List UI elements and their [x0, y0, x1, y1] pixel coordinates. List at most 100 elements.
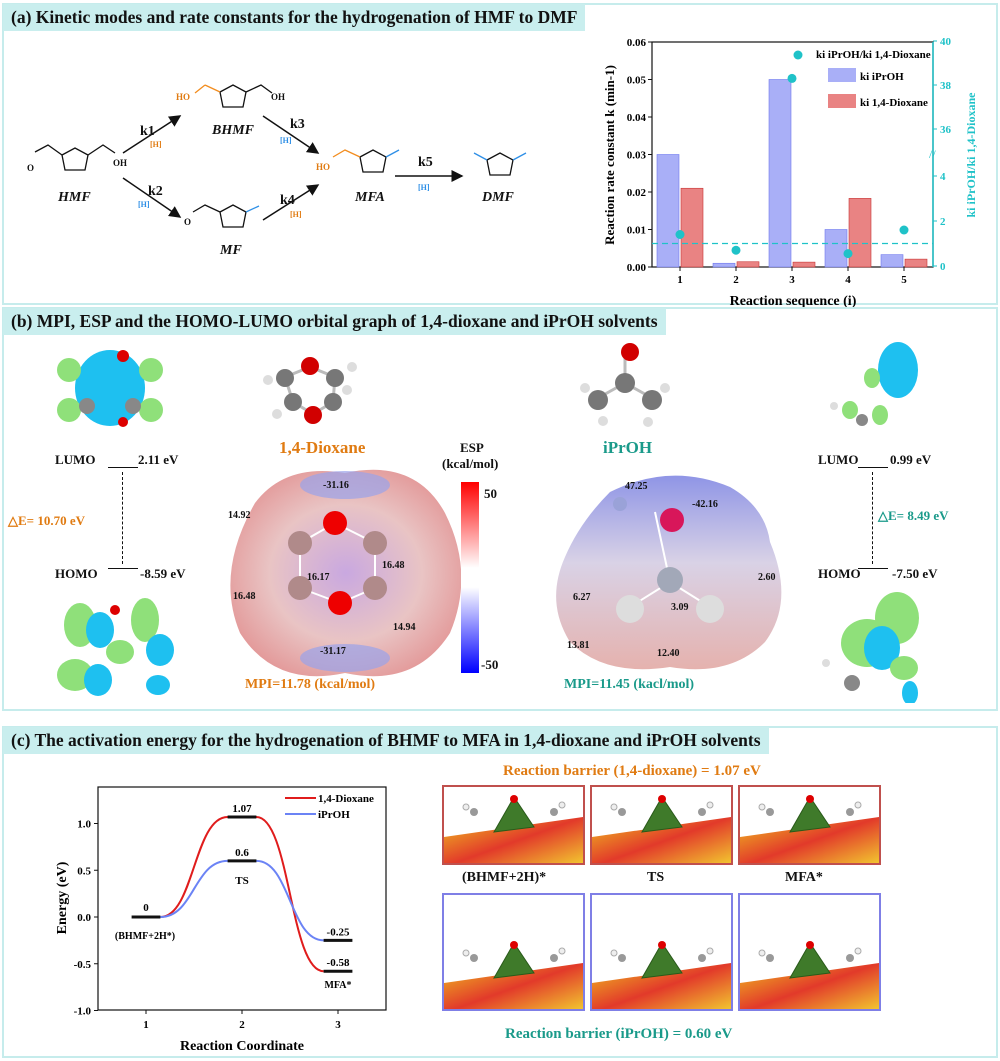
- energy-curve-dioxane: [160, 815, 324, 973]
- y2-tick-label: 36: [940, 124, 952, 136]
- iproh-homo-label: HOMO: [818, 566, 861, 581]
- iproh-name-text: iPrOH: [603, 438, 653, 457]
- y-tick-label: 0.00: [627, 262, 647, 274]
- y2-tick-label: 0: [940, 261, 946, 273]
- x-axis-label: Reaction Coordinate: [180, 1039, 304, 1054]
- reaction-scheme: [34, 84, 527, 228]
- iproh-homo-level: [858, 568, 888, 569]
- y2-tick-label: 38: [940, 80, 952, 92]
- legend-ratio: ki iPrOH/ki 1,4-Dioxane: [816, 49, 931, 61]
- bar-dioxane: [848, 198, 872, 268]
- dioxane-lumo-value: 2.11 eV: [138, 452, 179, 467]
- rate-constant-chart: 0.000.010.020.030.040.050.06024363840//1…: [602, 36, 978, 309]
- arrow-k3: [262, 115, 320, 154]
- label-ts-iproh: 0.6: [235, 847, 249, 859]
- dioxane-gap-arrow: [122, 472, 123, 564]
- y-tick-label: 0.06: [627, 37, 647, 49]
- dioxane-molecule: [263, 357, 357, 424]
- ratio-point: [843, 249, 853, 259]
- iproh-esp-6: 13.81: [567, 640, 590, 651]
- panel-a-title: (a) Kinetic modes and rate constants for…: [3, 4, 586, 31]
- dioxane-esp-4: 16.17: [307, 572, 330, 583]
- iproh-esp-5: 3.09: [671, 602, 689, 613]
- bhmf-molecule: [194, 84, 273, 108]
- label-k2: k2: [148, 184, 163, 199]
- dioxane-esp-2: 14.92: [228, 510, 251, 521]
- barrier-dioxane: Reaction barrier (1,4-dioxane) = 1.07 eV: [503, 763, 761, 779]
- iproh-esp-4: 6.27: [573, 592, 591, 603]
- arrow-k4: [262, 184, 320, 221]
- bar-dioxane: [680, 187, 704, 268]
- x-tick-label: 3: [789, 274, 795, 286]
- structure-image-iproh-3: [738, 893, 881, 1011]
- x-tick-label: 4: [845, 274, 851, 286]
- iproh-esp-7: 12.40: [657, 648, 680, 659]
- label-h-k1: [H]: [150, 140, 162, 149]
- structure-image-dioxane-1: [442, 785, 585, 865]
- label-k5: k5: [418, 155, 433, 170]
- label-mf: MF: [220, 243, 242, 258]
- iproh-gap: △E= 8.49 eV: [878, 508, 949, 523]
- y-tick-label: -0.5: [74, 959, 92, 971]
- bar-iproh: [824, 229, 848, 268]
- dioxane-mpi: MPI=11.78 (kcal/mol): [245, 677, 376, 692]
- y2-axis-label: ki iPrOH/ki 1,4-Dioxane: [964, 92, 978, 218]
- legend-ratio-marker: [793, 50, 803, 60]
- label-ho-bhmf: HO: [176, 92, 191, 102]
- label-o-hmf: O: [27, 163, 35, 173]
- iproh-lumo-label: LUMO: [818, 452, 859, 467]
- iproh-molecule: [580, 343, 670, 427]
- arrow-k1: [122, 115, 182, 154]
- label-h-k5: [H]: [418, 183, 430, 192]
- iproh-lumo-level: [858, 467, 888, 468]
- legend-iproh: iPrOH: [318, 809, 350, 821]
- structure-image-iproh-1: [442, 893, 585, 1011]
- panel-c-title: (c) The activation energy for the hydrog…: [3, 727, 769, 754]
- bar-iproh: [768, 79, 792, 268]
- dioxane-lumo-orbital: [57, 350, 163, 427]
- x-tick-label: 5: [901, 274, 907, 286]
- axis-break-icon: //: [929, 147, 936, 161]
- legend-iproh: ki iPrOH: [860, 71, 904, 83]
- label-ho-mfa: HO: [316, 162, 331, 172]
- iproh-name: iPrOH: [603, 438, 652, 458]
- y2-tick-label: 2: [940, 216, 946, 228]
- label-k1: k1: [140, 124, 155, 139]
- iproh-lumo-value: 0.99 eV: [890, 452, 932, 467]
- y-tick-label: 0.05: [627, 75, 647, 87]
- label-ts-dioxane: 1.07: [232, 803, 252, 815]
- label-end-dioxane: -0.58: [327, 957, 350, 969]
- label-mfa: MFA: [355, 190, 385, 205]
- iproh-gap-arrow: [872, 472, 873, 564]
- dioxane-homo-orbital: [57, 598, 174, 696]
- esp-colorbar: [461, 482, 479, 673]
- y-tick-label: 0.01: [627, 225, 646, 237]
- legend-dioxane: 1,4-Dioxane: [318, 793, 374, 805]
- reaction-arrows: [122, 115, 464, 221]
- label-oh-hmf: OH: [113, 158, 128, 168]
- iproh-homo-value: -7.50 eV: [892, 566, 938, 581]
- iproh-mpi: MPI=11.45 (kacl/mol): [564, 677, 695, 692]
- structure-image-iproh-2: [590, 893, 733, 1011]
- label-bhmf: BHMF: [212, 123, 255, 138]
- x-tick-label: 3: [335, 1019, 341, 1031]
- x-tick-label: 2: [239, 1019, 245, 1031]
- label-dmf: DMF: [482, 190, 514, 205]
- bar-dioxane: [736, 261, 760, 268]
- iproh-esp-1: 47.25: [625, 481, 648, 492]
- dioxane-esp-3: 16.48: [382, 560, 405, 571]
- label-state2: TS: [235, 875, 248, 887]
- dioxane-lumo-level: [108, 467, 138, 468]
- bar-iproh: [656, 154, 680, 268]
- label-e0: 0: [143, 902, 149, 914]
- y-tick-label: 0.0: [77, 912, 91, 924]
- label-h-k3: [H]: [280, 136, 292, 145]
- energy-curve-iproh: [160, 859, 324, 942]
- hmf-molecule: [34, 144, 116, 171]
- ratio-point: [787, 73, 797, 83]
- ratio-point: [675, 230, 685, 239]
- y-axis-label: Energy (eV): [55, 861, 70, 934]
- label-h-k2: [H]: [138, 200, 150, 209]
- arrow-k2: [122, 177, 182, 218]
